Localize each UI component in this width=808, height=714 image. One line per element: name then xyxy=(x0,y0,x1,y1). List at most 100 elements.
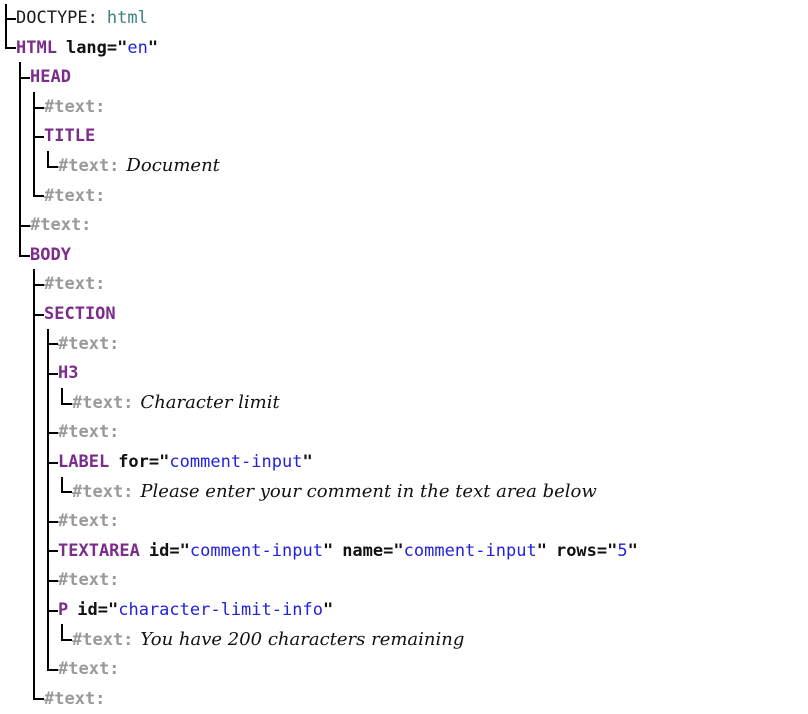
tree-guide-line xyxy=(2,270,16,300)
dom-tree-row[interactable]: #text: xyxy=(2,210,808,242)
dom-tree-row[interactable]: #text: xyxy=(2,417,808,449)
tree-branch-elbow xyxy=(2,32,16,64)
dom-tree-row[interactable]: HEAD xyxy=(2,62,808,94)
dom-tree-row[interactable]: #text: xyxy=(2,269,808,301)
dom-tree-row[interactable]: #text: xyxy=(2,328,808,360)
tree-branch-elbow xyxy=(58,476,72,508)
tree-guide-line xyxy=(16,596,30,626)
tree-guides xyxy=(2,298,44,331)
tree-branch-tee xyxy=(16,62,30,94)
dom-tree-row[interactable]: #text: xyxy=(2,654,808,686)
tree-branch-tee xyxy=(2,4,16,35)
dom-tree-row[interactable]: BODY xyxy=(2,239,808,271)
element-tag-name: HTML xyxy=(16,37,57,58)
attribute-quote-close: " xyxy=(322,540,334,561)
tree-guides xyxy=(2,62,30,94)
attribute-quote-close: " xyxy=(536,540,547,561)
tree-guide-line xyxy=(2,93,16,123)
dom-node-content: #text:You have 200 characters remaining xyxy=(72,625,808,656)
attribute-equals: = xyxy=(169,540,180,561)
dom-node-content: #text: xyxy=(58,655,808,685)
dom-tree-row[interactable]: #text: xyxy=(2,506,808,538)
dom-node-content: #text: xyxy=(58,566,808,596)
tree-guides xyxy=(2,150,58,183)
tree-guide-line xyxy=(2,478,16,508)
tree-branch-elbow xyxy=(30,180,44,212)
tree-guide-line xyxy=(16,359,30,389)
tree-guide-line xyxy=(16,655,30,685)
dom-tree-row[interactable]: SECTION xyxy=(2,298,808,331)
attribute-quote-close: " xyxy=(302,451,313,472)
tree-branch-elbow xyxy=(30,683,44,714)
dom-tree-row[interactable]: H3 xyxy=(2,358,808,390)
attribute-quote-open: " xyxy=(607,540,618,561)
tree-guides xyxy=(2,594,58,627)
tree-guide-line xyxy=(30,624,44,656)
tree-guide-line xyxy=(30,506,44,538)
tree-guide-line xyxy=(30,150,44,183)
dom-tree-row[interactable]: #text:Document xyxy=(2,150,808,183)
dom-node-content: H3 xyxy=(58,359,808,389)
tree-guides xyxy=(2,328,58,360)
element-tag-name: P xyxy=(58,599,69,620)
dom-tree-row[interactable]: #text:Character limit xyxy=(2,387,808,419)
tree-guides xyxy=(2,239,30,271)
tree-guide-line xyxy=(30,387,44,419)
dom-tree-row[interactable]: #text: xyxy=(2,683,808,714)
tree-guides xyxy=(2,654,58,686)
text-node-marker: #text: xyxy=(44,185,106,206)
text-node-value: Please enter your comment in the text ar… xyxy=(140,481,597,502)
tree-guide-line xyxy=(2,566,16,596)
tree-guides xyxy=(2,446,58,479)
doctype-value: html xyxy=(106,8,148,28)
tree-guide-line xyxy=(2,685,16,714)
tree-guide-line xyxy=(2,625,16,655)
text-node-marker: #text: xyxy=(58,570,120,591)
tree-branch-tee xyxy=(44,446,58,479)
tree-guide-line xyxy=(2,182,16,212)
tree-guide-line xyxy=(2,330,16,360)
tree-guide-line xyxy=(16,685,30,714)
text-node-value: You have 200 characters remaining xyxy=(140,628,465,650)
dom-tree-row[interactable]: DOCTYPE:html xyxy=(2,4,808,35)
attribute-quote-open: " xyxy=(117,37,128,58)
tree-branch-elbow xyxy=(58,387,72,419)
dom-tree-row[interactable]: #text:You have 200 characters remaining xyxy=(2,624,808,656)
text-node-marker: #text: xyxy=(72,482,134,502)
tree-guide-line xyxy=(16,150,30,183)
dom-tree-row[interactable]: #text: xyxy=(2,180,808,212)
tree-branch-elbow xyxy=(16,239,30,271)
element-tag-name: BODY xyxy=(30,244,71,265)
tree-branch-tee xyxy=(44,358,58,390)
tree-guide-line xyxy=(16,478,30,508)
attribute-value: 5 xyxy=(617,540,628,561)
tree-guide-line xyxy=(16,121,30,153)
tree-guide-line xyxy=(30,417,44,449)
dom-tree-row[interactable]: #text: Please enter your comment in the t… xyxy=(2,476,808,508)
tree-branch-tee xyxy=(44,417,58,449)
tree-guide-line xyxy=(30,476,44,508)
text-node-marker: #text: xyxy=(72,393,134,414)
tree-guide-line xyxy=(16,330,30,360)
element-tag-name: H3 xyxy=(58,363,79,384)
dom-node-content: #text: xyxy=(58,418,808,448)
tree-guides xyxy=(2,121,44,153)
tree-guide-line xyxy=(2,537,16,567)
tree-guides xyxy=(2,417,58,449)
dom-tree-row[interactable]: TITLE xyxy=(2,121,808,153)
tree-branch-tee xyxy=(30,269,44,301)
dom-tree-row[interactable]: #text: xyxy=(2,565,808,597)
attribute-name: name xyxy=(342,540,384,561)
tree-guide-line xyxy=(30,358,44,390)
tree-guide-line xyxy=(30,328,44,360)
text-node-marker: #text: xyxy=(44,274,106,295)
text-node-value: Document xyxy=(126,155,220,177)
tree-guide-line xyxy=(16,448,30,478)
dom-tree-row[interactable]: #text: xyxy=(2,91,808,123)
